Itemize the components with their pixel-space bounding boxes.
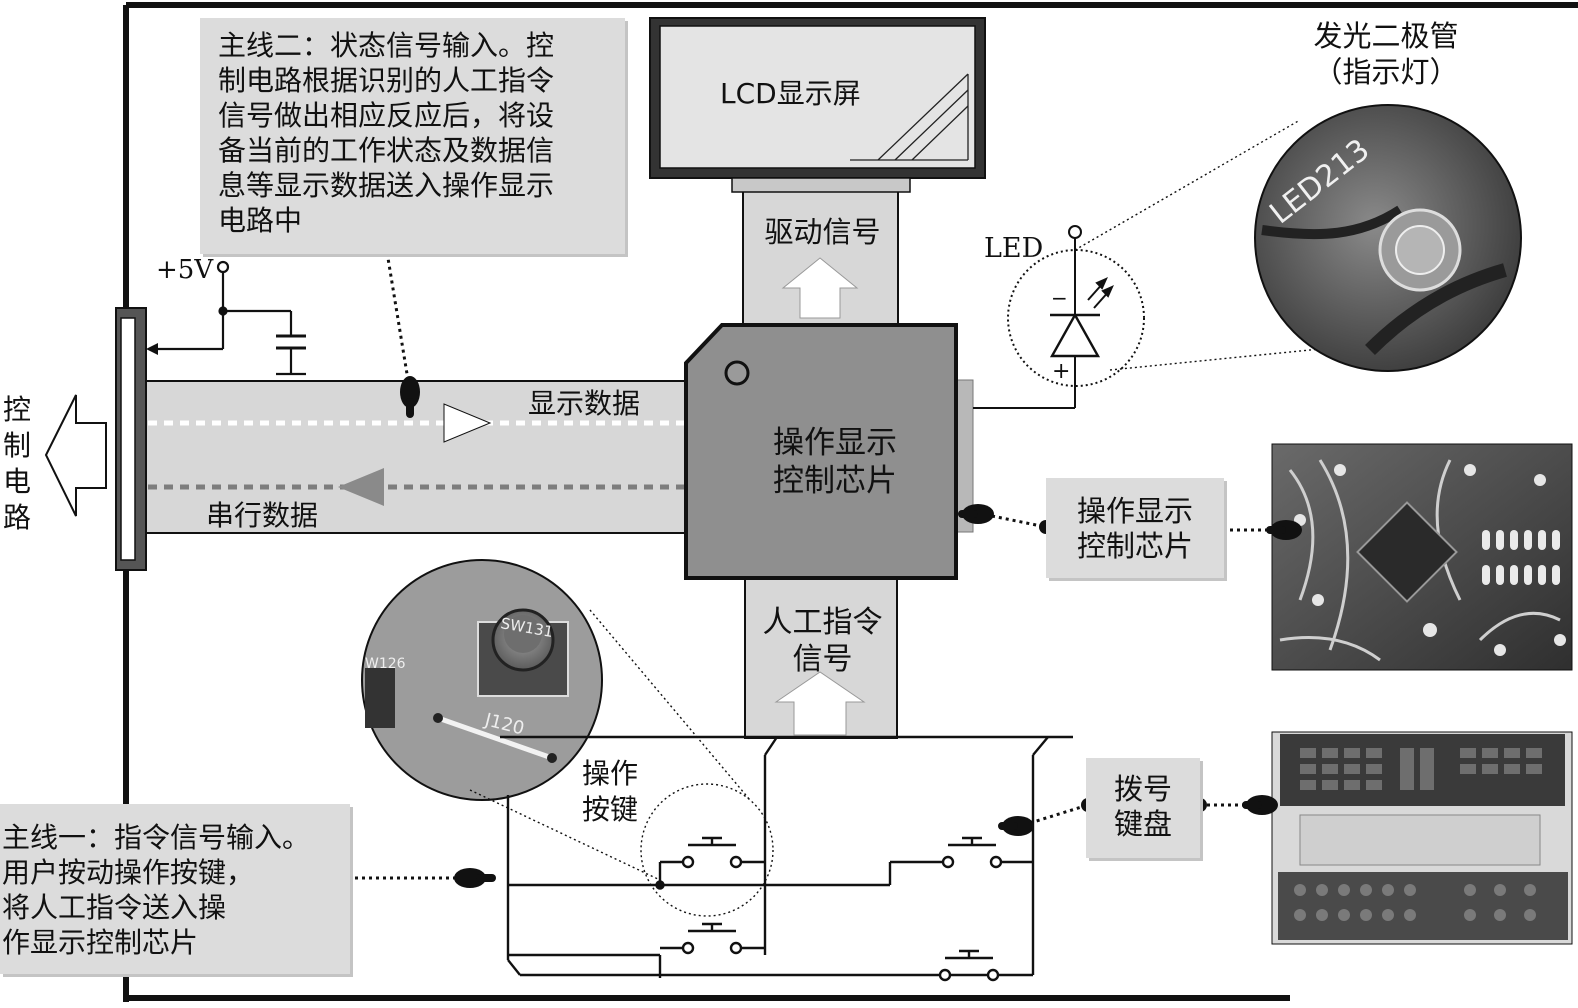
pointing-hand-icon xyxy=(400,376,420,418)
led-minus-label: − xyxy=(1051,286,1068,310)
chip-pcb-photo xyxy=(1271,443,1573,671)
keypad-photo xyxy=(1271,731,1573,945)
supply-circuit xyxy=(146,260,306,376)
main-line-one-note: 主线一：指令信号输入。 用户按动操作按键， 将人工指令送入操 作显示控制芯片 xyxy=(0,804,350,974)
connector-block xyxy=(115,307,147,571)
pointing-hand-icon xyxy=(1242,795,1278,815)
led-zoom-lines xyxy=(1074,119,1361,371)
led-circuit xyxy=(973,225,1145,409)
led-label: LED xyxy=(984,233,1044,264)
pointing-hand-icon xyxy=(958,504,994,524)
pointing-hand-icon xyxy=(454,868,496,888)
chip-callout-label: 操作显示 控制芯片 xyxy=(1076,494,1193,563)
drive-signal-bus xyxy=(742,187,899,329)
control-circuit-arrow xyxy=(44,394,107,517)
pointing-hand-icon xyxy=(1266,520,1302,540)
serial-data-label: 串行数据 xyxy=(206,499,319,532)
keys-label: 操作 按键 xyxy=(582,757,639,826)
pointing-hand-icon xyxy=(998,816,1034,836)
supply-label: +5V xyxy=(156,255,214,285)
lcd-label: LCD显示屏 xyxy=(720,77,861,110)
drive-signal-label: 驱动信号 xyxy=(764,215,881,249)
data-bus xyxy=(145,380,692,534)
led-plus-label: + xyxy=(1052,359,1071,384)
dial-keypad-label: 拨号 键盘 xyxy=(1113,772,1172,841)
button-zoom-lines xyxy=(469,609,774,917)
led-title-label: 发光二极管 （指示灯） xyxy=(1313,19,1459,89)
button-photo: SW131 J120 W126 xyxy=(361,559,603,801)
led-photo: LED213 xyxy=(1254,104,1522,372)
control-circuit-label: 控 制 电 路 xyxy=(2,393,31,534)
display-data-label: 显示数据 xyxy=(528,387,641,420)
manual-command-label: 人工指令 信号 xyxy=(762,605,883,677)
dial-keypad-note: 拨号 键盘 xyxy=(1086,758,1200,858)
control-chip xyxy=(684,323,974,580)
chip-callout-note: 操作显示 控制芯片 xyxy=(1046,478,1224,578)
switch-silkscreen: W126 xyxy=(365,656,406,672)
chip-label: 操作显示 控制芯片 xyxy=(773,425,897,499)
main-line-two-note: 主线二：状态信号输入。控 制电路根据识别的人工指令 信号做出相应反应后，将设 备… xyxy=(200,18,625,254)
lcd-display xyxy=(649,17,986,193)
key-switch-matrix xyxy=(500,735,1073,982)
main-line-two-text: 主线二：状态信号输入。控 制电路根据识别的人工指令 信号做出相应反应后，将设 备… xyxy=(218,29,555,237)
main-line-one-text: 主线一：指令信号输入。 用户按动操作按键， 将人工指令送入操 作显示控制芯片 xyxy=(2,821,311,959)
leader-lines xyxy=(334,245,1270,880)
